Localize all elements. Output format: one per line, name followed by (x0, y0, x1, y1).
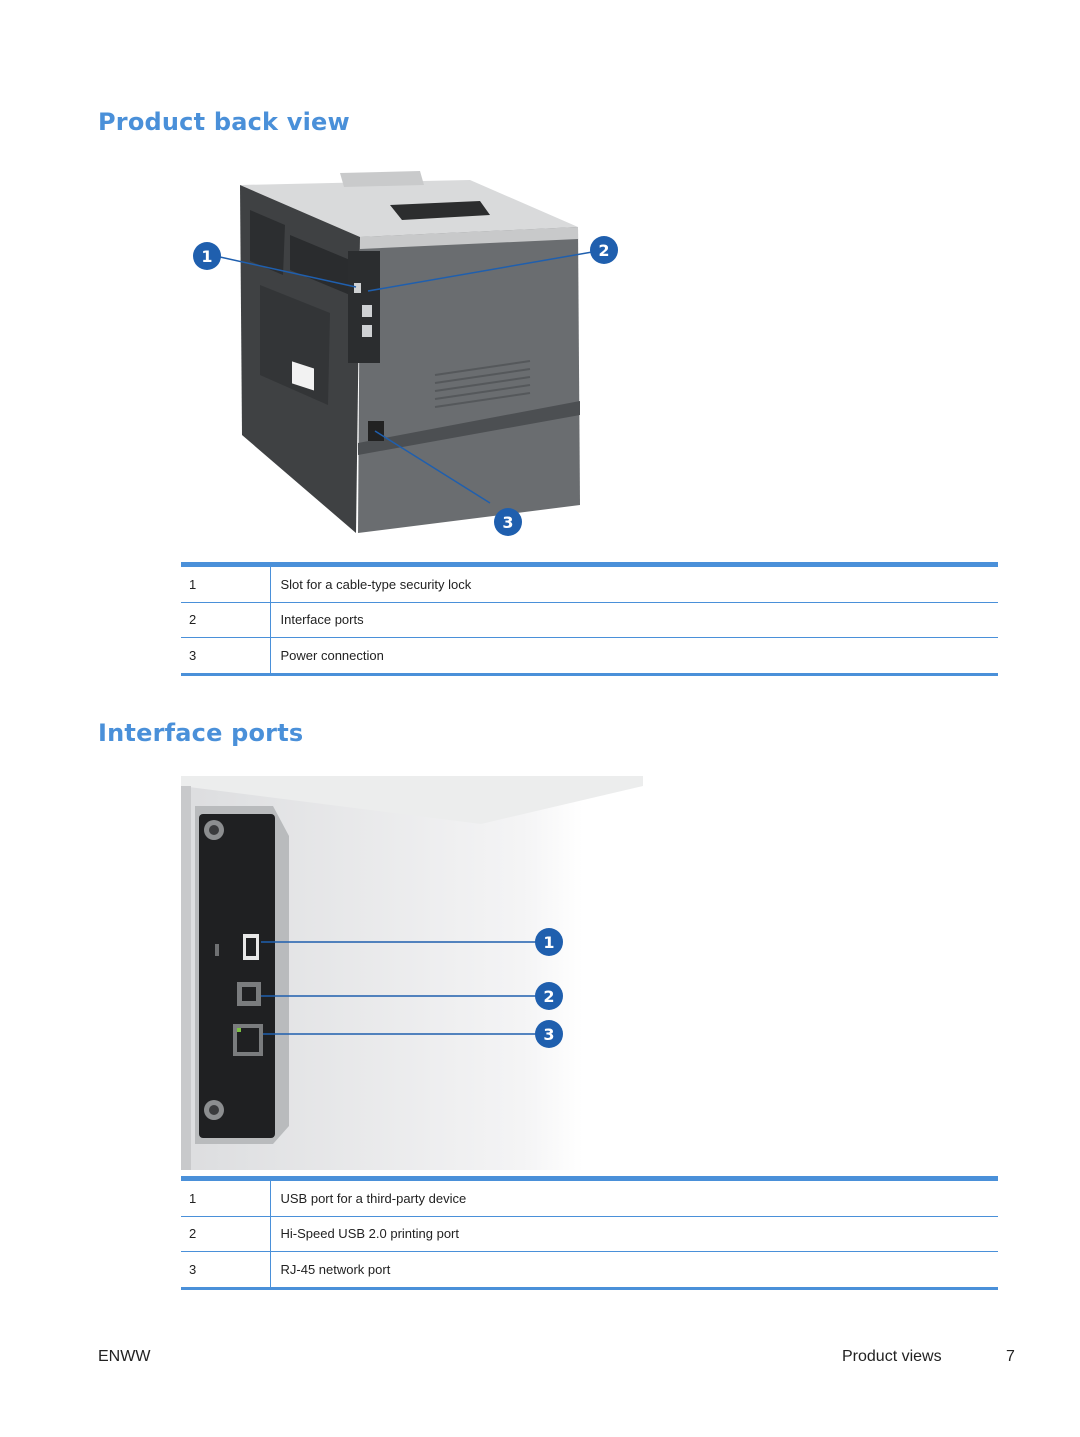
legend-table-interface-ports: 1 USB port for a third-party device 2 Hi… (181, 1176, 998, 1290)
footer-page-number: 7 (1006, 1348, 1015, 1365)
table-row: 1 USB port for a third-party device (181, 1178, 998, 1216)
callout-3: 3 (543, 1025, 554, 1044)
callout-1: 1 (543, 933, 554, 952)
callout-1: 1 (201, 247, 212, 266)
callout-3: 3 (502, 513, 513, 532)
footer-doc-code: ENWW (98, 1348, 151, 1365)
table-row: 2 Interface ports (181, 601, 998, 638)
table-row: 1 Slot for a cable-type security lock (181, 564, 998, 602)
row-description: Power connection (270, 637, 998, 674)
row-number: 1 (181, 564, 271, 602)
row-description: RJ-45 network port (270, 1251, 998, 1288)
section-title-product-back-view: Product back view (98, 108, 350, 136)
row-number: 2 (181, 1215, 271, 1252)
section-title-interface-ports: Interface ports (98, 719, 304, 747)
row-description: Interface ports (270, 601, 998, 638)
footer-section-name: Product views (842, 1348, 942, 1365)
row-description: Hi-Speed USB 2.0 printing port (270, 1215, 998, 1252)
table-row: 3 Power connection (181, 637, 998, 674)
interface-ports-illustration: 1 2 3 (181, 776, 643, 1170)
row-number: 2 (181, 601, 271, 638)
printer-back-view-illustration: 1 2 3 (180, 165, 620, 550)
row-number: 1 (181, 1178, 271, 1216)
row-description: USB port for a third-party device (280, 1190, 467, 1206)
table-row: 3 RJ-45 network port (181, 1251, 998, 1288)
row-number: 3 (181, 637, 271, 674)
legend-table-back-view: 1 Slot for a cable-type security lock 2 … (181, 562, 998, 676)
table-row: 2 Hi-Speed USB 2.0 printing port (181, 1215, 998, 1252)
callout-2: 2 (598, 241, 609, 260)
callout-2: 2 (543, 987, 554, 1006)
row-number: 3 (181, 1251, 271, 1288)
row-description: Slot for a cable-type security lock (280, 576, 472, 592)
